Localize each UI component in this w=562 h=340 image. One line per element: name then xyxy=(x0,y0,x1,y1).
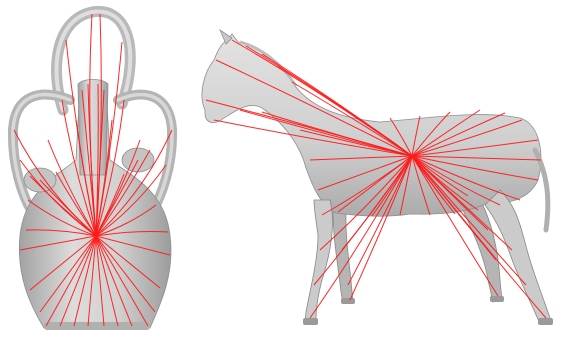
horse-far-front-leg xyxy=(333,210,353,303)
vase-model xyxy=(13,11,172,330)
horse-near-front-leg xyxy=(305,200,332,322)
horse-hoof xyxy=(538,318,553,325)
vase-base xyxy=(44,322,150,330)
horse-model xyxy=(202,30,553,325)
horse-hoof xyxy=(341,298,355,304)
horse-hoof xyxy=(490,296,504,302)
horse-hoof xyxy=(303,318,318,325)
